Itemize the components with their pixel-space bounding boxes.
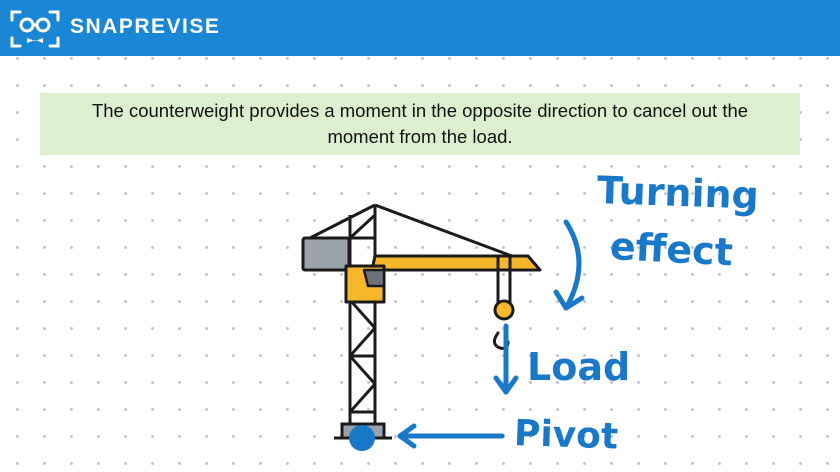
label-pivot: Pivot bbox=[513, 413, 619, 458]
hook-block bbox=[493, 299, 515, 321]
load-arrowhead bbox=[493, 375, 519, 395]
caption-box: The counterweight provides a moment in t… bbox=[40, 93, 800, 155]
crane-tower bbox=[348, 205, 377, 428]
cab-window bbox=[362, 268, 386, 288]
pivot-point bbox=[349, 425, 375, 451]
label-effect: effect bbox=[608, 224, 735, 275]
label-load: Load bbox=[527, 345, 631, 389]
counterweight bbox=[301, 236, 351, 272]
turning-arrowhead bbox=[553, 289, 585, 311]
crane-jib bbox=[370, 254, 542, 272]
turning-arrow bbox=[563, 219, 582, 311]
app-header: SNAPREVISE bbox=[0, 0, 840, 56]
label-turning: Turning bbox=[596, 168, 760, 218]
crane-diagram bbox=[301, 203, 585, 451]
pivot-arrowhead bbox=[397, 423, 417, 449]
brand-name: SNAPREVISE bbox=[70, 15, 221, 38]
caption-text: The counterweight provides a moment in t… bbox=[91, 100, 749, 147]
snaprevise-face-icon bbox=[10, 10, 60, 48]
annotation-arrows bbox=[397, 219, 585, 449]
hook-cables bbox=[496, 256, 512, 306]
